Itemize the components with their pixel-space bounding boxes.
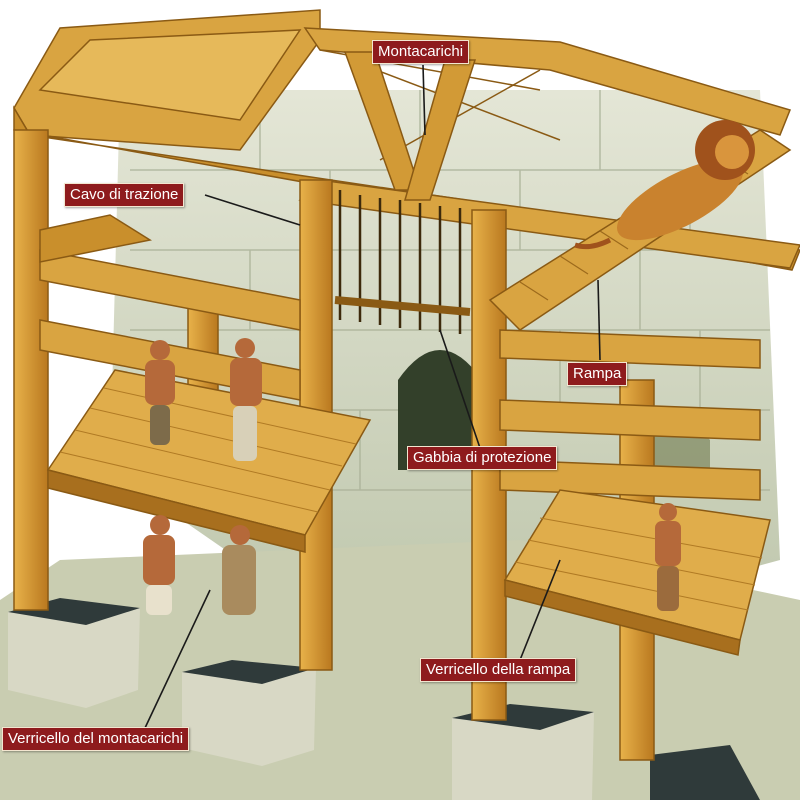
protective-cage [334, 190, 471, 334]
worker-figures [143, 338, 681, 615]
label-verricello-della-rampa: Verricello della rampa [420, 658, 577, 682]
label-gabbia-di-protezione: Gabbia di protezione [407, 446, 558, 470]
label-montacarichi: Montacarichi [372, 40, 470, 64]
lion-figure [574, 120, 755, 250]
label-rampa: Rampa [567, 362, 628, 386]
stone-blocks [8, 598, 760, 800]
label-cavo-di-trazione: Cavo di trazione [64, 183, 185, 207]
right-platform [503, 489, 771, 656]
leader-lines [144, 64, 601, 729]
label-verricello-del-montacarichi: Verricello del montacarichi [2, 727, 190, 751]
